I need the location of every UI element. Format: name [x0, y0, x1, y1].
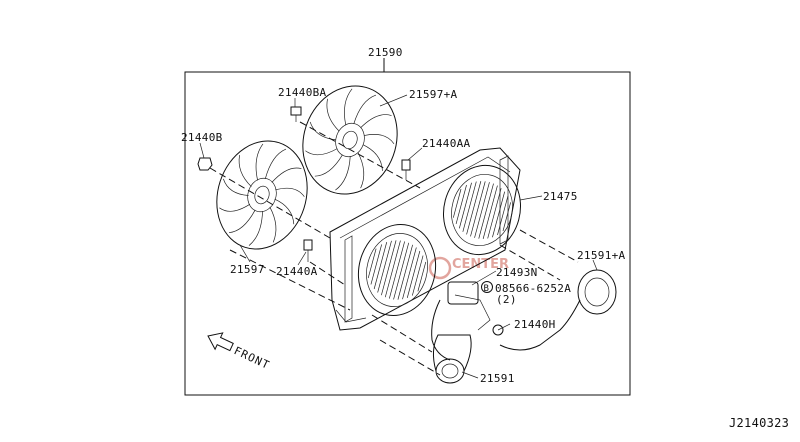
grille-line	[406, 250, 421, 298]
leader-lines	[199, 94, 598, 379]
fan-blade	[264, 148, 287, 179]
grille-line	[411, 255, 424, 296]
fan-blade	[274, 198, 295, 225]
fan-blade	[269, 206, 277, 243]
grille-line	[474, 182, 490, 238]
bolt-21440ba	[290, 106, 302, 122]
fan-21597	[216, 140, 308, 250]
grille-line	[492, 191, 506, 238]
fan-blade	[363, 134, 395, 145]
grille-line	[389, 241, 405, 299]
bolt-21440b	[197, 157, 213, 171]
motor-21591	[432, 334, 472, 384]
grille-line	[397, 244, 413, 300]
part-quantity: (2)	[496, 293, 517, 306]
fan-blade	[275, 187, 305, 197]
grille-line	[367, 248, 377, 279]
grille-line	[502, 202, 512, 232]
part-label-21440ba[interactable]: 21440BA	[278, 86, 327, 99]
part-label-21591-plus-a[interactable]: 21591+A	[577, 249, 626, 262]
wiring-harness	[431, 281, 504, 361]
part-label-21590[interactable]: 21590	[368, 46, 403, 59]
fan-21597-plus-a	[302, 85, 398, 195]
part-label-21440h[interactable]: 21440H	[514, 318, 556, 331]
grille-line	[377, 240, 392, 293]
fan-blade	[309, 121, 337, 141]
grille-line	[478, 183, 494, 239]
bolt-21440aa	[401, 159, 411, 180]
part-label-21493n[interactable]: 21493N	[496, 266, 538, 279]
grille-line	[455, 184, 467, 225]
svg-text:B: B	[484, 284, 489, 294]
fan-blade	[305, 148, 338, 156]
grille-line	[487, 188, 502, 239]
grille-line	[470, 181, 486, 237]
assembly-dash-lines	[209, 121, 579, 376]
svg-text:FRONT: FRONT	[232, 344, 272, 372]
fan-blade	[360, 114, 392, 129]
svg-text:CENTER: CENTER	[452, 257, 509, 272]
grille-line	[458, 182, 472, 229]
grille-line	[402, 247, 417, 300]
fan-blade	[228, 209, 256, 234]
fan-blade	[219, 203, 251, 212]
part-label-21440aa[interactable]: 21440AA	[422, 137, 471, 150]
fan-blade	[353, 94, 377, 125]
fan-blade	[362, 144, 383, 171]
fan-blade	[344, 88, 353, 126]
fan-blade	[238, 155, 252, 187]
bolt-marker-b: B	[481, 281, 493, 294]
part-label-21475[interactable]: 21475	[543, 190, 578, 203]
fan-blade	[271, 167, 302, 183]
fan-blade	[223, 178, 249, 196]
grille-line	[497, 195, 509, 236]
grille-line	[482, 185, 498, 239]
bolt-21440a	[303, 239, 313, 262]
grille-line	[462, 181, 477, 232]
grille-line	[417, 261, 427, 292]
part-label-21597[interactable]: 21597	[230, 263, 265, 276]
drawing-id: J2140323	[729, 416, 789, 430]
grille-line	[370, 244, 383, 285]
fan-blade	[255, 143, 264, 181]
shroud-21475	[329, 147, 522, 331]
front-direction-arrow: FRONT	[207, 332, 272, 372]
fan-blade	[314, 154, 343, 177]
part-label-21597-plus-a[interactable]: 21597+A	[409, 88, 458, 101]
watermark: CENTER	[428, 256, 509, 280]
grille-line	[373, 242, 388, 290]
fan-blade	[357, 152, 365, 189]
fan-blade	[335, 156, 351, 191]
part-label-21591[interactable]: 21591	[480, 372, 515, 385]
grille-line	[466, 181, 482, 235]
grille-line	[381, 240, 397, 296]
grille-line	[384, 240, 401, 298]
part-label-21440b[interactable]: 21440B	[181, 131, 223, 144]
assembly-frame	[184, 71, 631, 396]
part-label-21440a[interactable]: 21440A	[276, 265, 318, 278]
part-label-08566-6252a[interactable]: 08566-6252A	[495, 282, 571, 295]
grille-line	[393, 242, 410, 300]
fan-blade	[326, 98, 340, 132]
grille-line	[452, 188, 462, 218]
fan-blade	[248, 210, 263, 246]
